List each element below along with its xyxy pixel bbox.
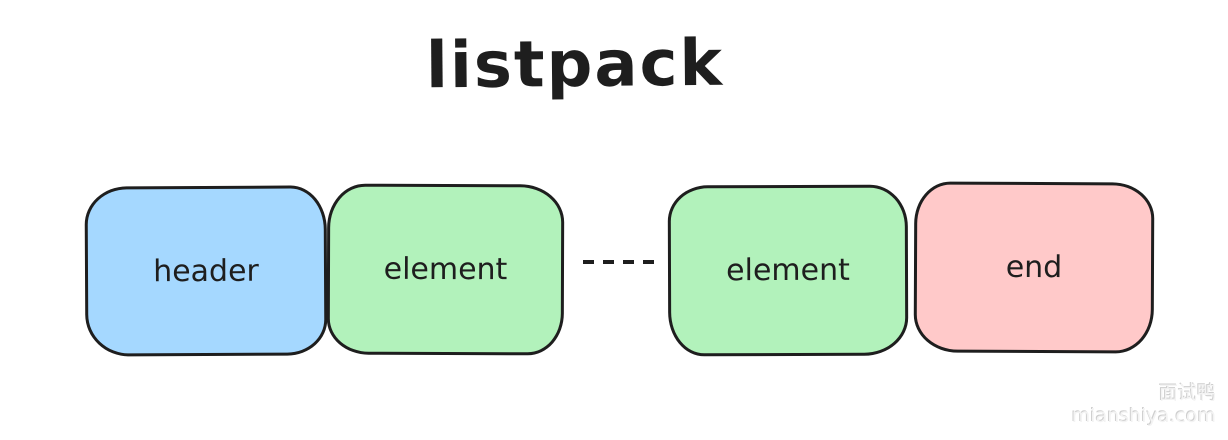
watermark-brand: 面试鸭 bbox=[1158, 382, 1216, 405]
node-header: header bbox=[84, 185, 328, 357]
diagram-title: listpack bbox=[425, 26, 725, 104]
node-element-last: element bbox=[667, 184, 909, 357]
watermark-url: mianshiya.com bbox=[1071, 405, 1216, 428]
node-header-label: header bbox=[153, 253, 259, 289]
node-element-first-label: element bbox=[383, 251, 508, 288]
node-element-last-label: element bbox=[726, 252, 850, 289]
node-end: end bbox=[913, 181, 1155, 354]
node-element-first: element bbox=[326, 183, 565, 356]
ellipsis-dashed-connector bbox=[583, 260, 654, 264]
watermark: 面试鸭 mianshiya.com bbox=[1072, 382, 1216, 428]
node-end-label: end bbox=[1005, 249, 1063, 286]
